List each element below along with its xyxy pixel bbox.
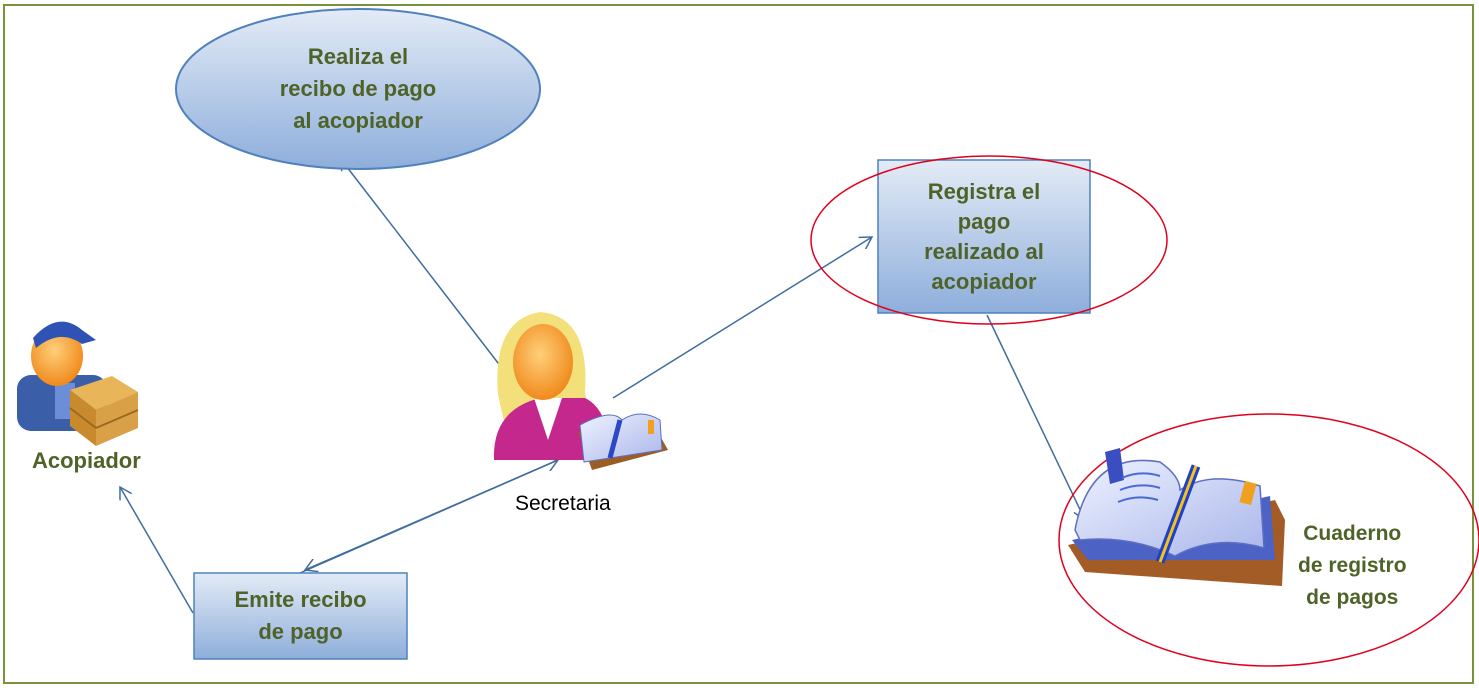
arrow-registra-to-cuaderno [986,314,1085,520]
node-emite-shape [193,572,408,660]
highlight-registra [810,155,1168,325]
arrow-emite-to-acopiador [120,487,194,614]
actor-secretaria-label: Secretaria [515,492,611,515]
node-realiza-label: Realiza el recibo de pago al acopiador [279,44,437,133]
node-emite-label: Emite recibo de pago [234,587,367,644]
node-registra-shape [877,159,1091,314]
diagram-frame [3,4,1474,684]
arrow-secretaria-to-registra [612,237,872,399]
actor-cuaderno-label: Cuaderno de registro de pagos [1298,522,1407,609]
node-registra-label: Registra el pago realizado al acopiador [924,179,1044,294]
actor-acopiador-label: Acopiador [32,448,141,473]
arrow-secretaria-to-realiza [340,158,506,373]
secretaria-icon [493,312,668,470]
cuaderno-icon [1068,448,1285,586]
highlight-cuaderno [1058,413,1479,667]
acopiador-icon [17,321,139,446]
arrow-secretaria-to-emite [305,459,559,570]
node-realiza-shape [175,8,541,170]
